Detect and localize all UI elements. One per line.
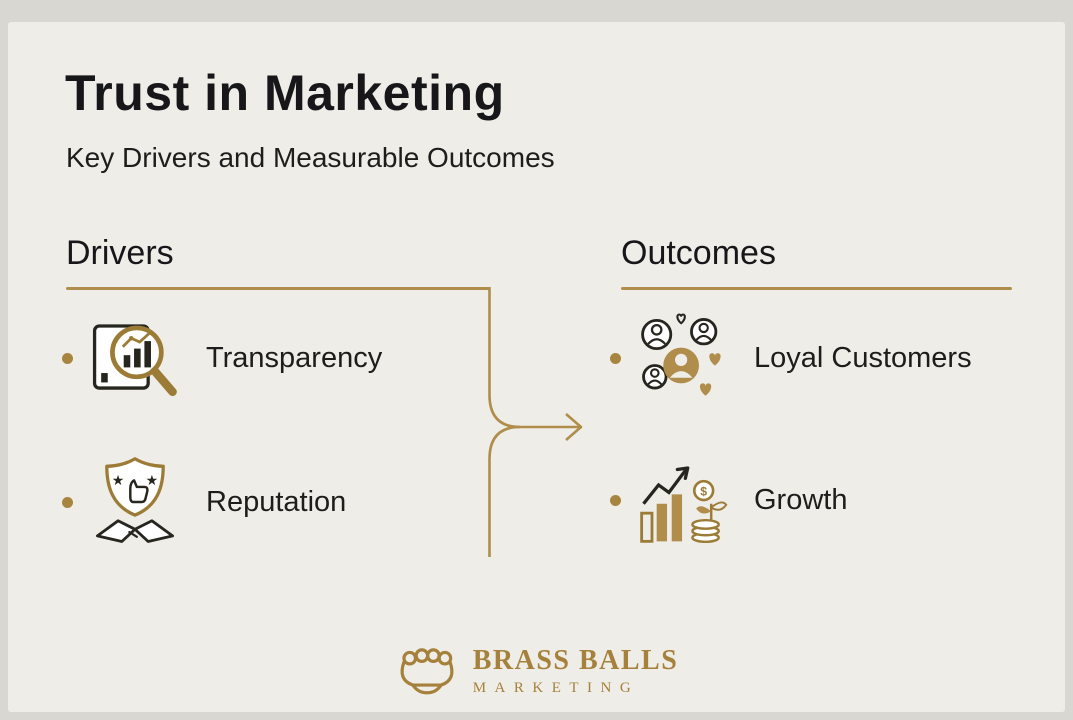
brass-knuckles-icon: [400, 648, 454, 695]
growth-chart-coins-plant-icon: $: [640, 466, 728, 544]
item-label: Reputation: [206, 485, 347, 518]
bullet-dot: [610, 352, 621, 364]
svg-text:$: $: [700, 484, 707, 498]
bullet-dot: [610, 494, 621, 506]
brand-logo-text: BRASS BALLS MARKETING: [473, 645, 679, 697]
brand-name: BRASS BALLS: [472, 645, 679, 676]
svg-text:★: ★: [146, 472, 159, 488]
list-item-reputation: ★ ★ Reputation: [62, 446, 346, 558]
item-label: Growth: [754, 483, 848, 516]
bullet-dot: [62, 496, 73, 508]
item-label: Transparency: [206, 341, 383, 374]
list-item-growth: $ Growth: [610, 444, 847, 556]
chart-magnifier-icon: [92, 324, 177, 397]
drivers-to-outcomes-arrow: [488, 287, 583, 557]
drivers-underline: [66, 287, 490, 290]
page-subtitle: Key Drivers and Measurable Outcomes: [66, 142, 555, 173]
outcomes-underline: [621, 287, 1012, 290]
shield-stars-handshake-icon: ★ ★: [95, 457, 175, 543]
page-title: Trust in Marketing: [65, 65, 505, 121]
list-item-loyal-customers: Loyal Customers: [610, 308, 972, 408]
list-item-transparency: Transparency: [62, 310, 382, 406]
outcomes-heading: Outcomes: [621, 234, 776, 272]
drivers-heading: Drivers: [66, 234, 174, 272]
item-label: Loyal Customers: [754, 341, 972, 374]
svg-text:★: ★: [112, 472, 125, 488]
bullet-dot: [62, 352, 73, 364]
customers-hearts-icon: [641, 313, 721, 396]
background-card: [8, 22, 1065, 712]
brand-logo: BRASS BALLS MARKETING: [0, 644, 1073, 698]
brand-subname: MARKETING: [472, 680, 640, 696]
